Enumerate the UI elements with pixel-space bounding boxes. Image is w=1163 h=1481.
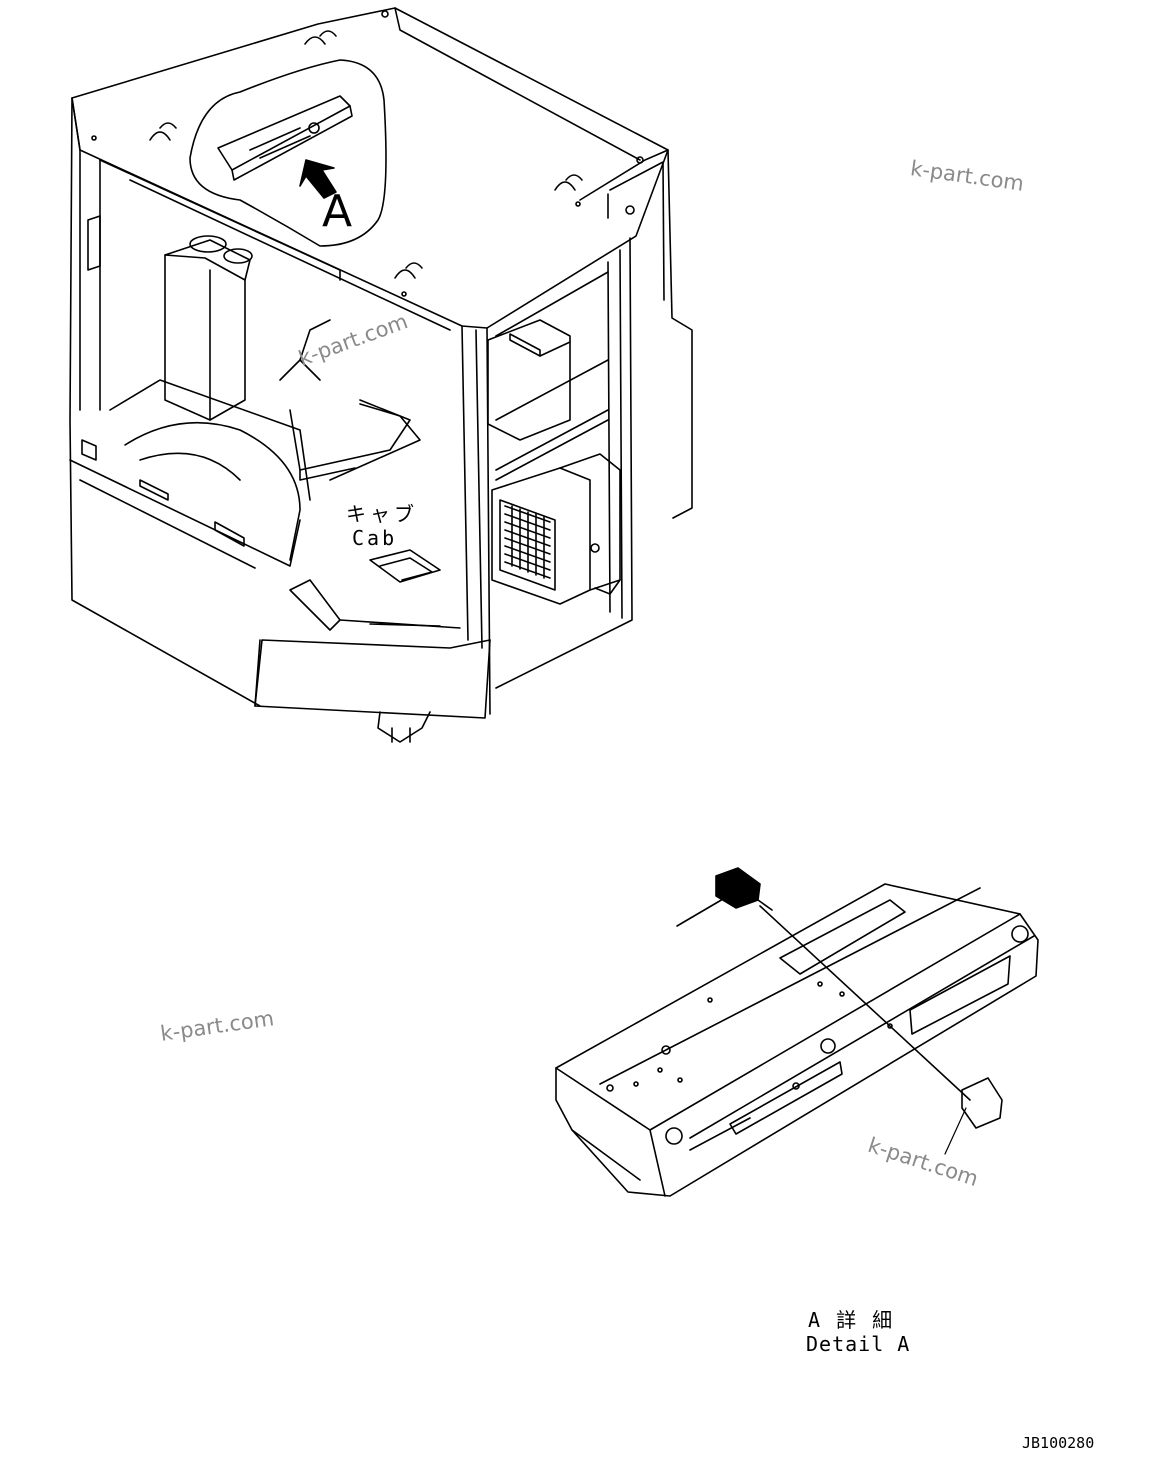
cab-label-jp: キャブ bbox=[346, 502, 418, 526]
detail-a-assembly bbox=[555, 867, 1039, 1197]
cab-assembly bbox=[69, 7, 693, 743]
callout-letter-a: A bbox=[322, 186, 353, 237]
detail-label-en: Detail A bbox=[806, 1332, 911, 1356]
detail-label-jp: A 詳 細 bbox=[808, 1308, 895, 1332]
drawing-code: JB100280 bbox=[1022, 1434, 1095, 1452]
cab-label-en: Cab bbox=[352, 526, 398, 550]
